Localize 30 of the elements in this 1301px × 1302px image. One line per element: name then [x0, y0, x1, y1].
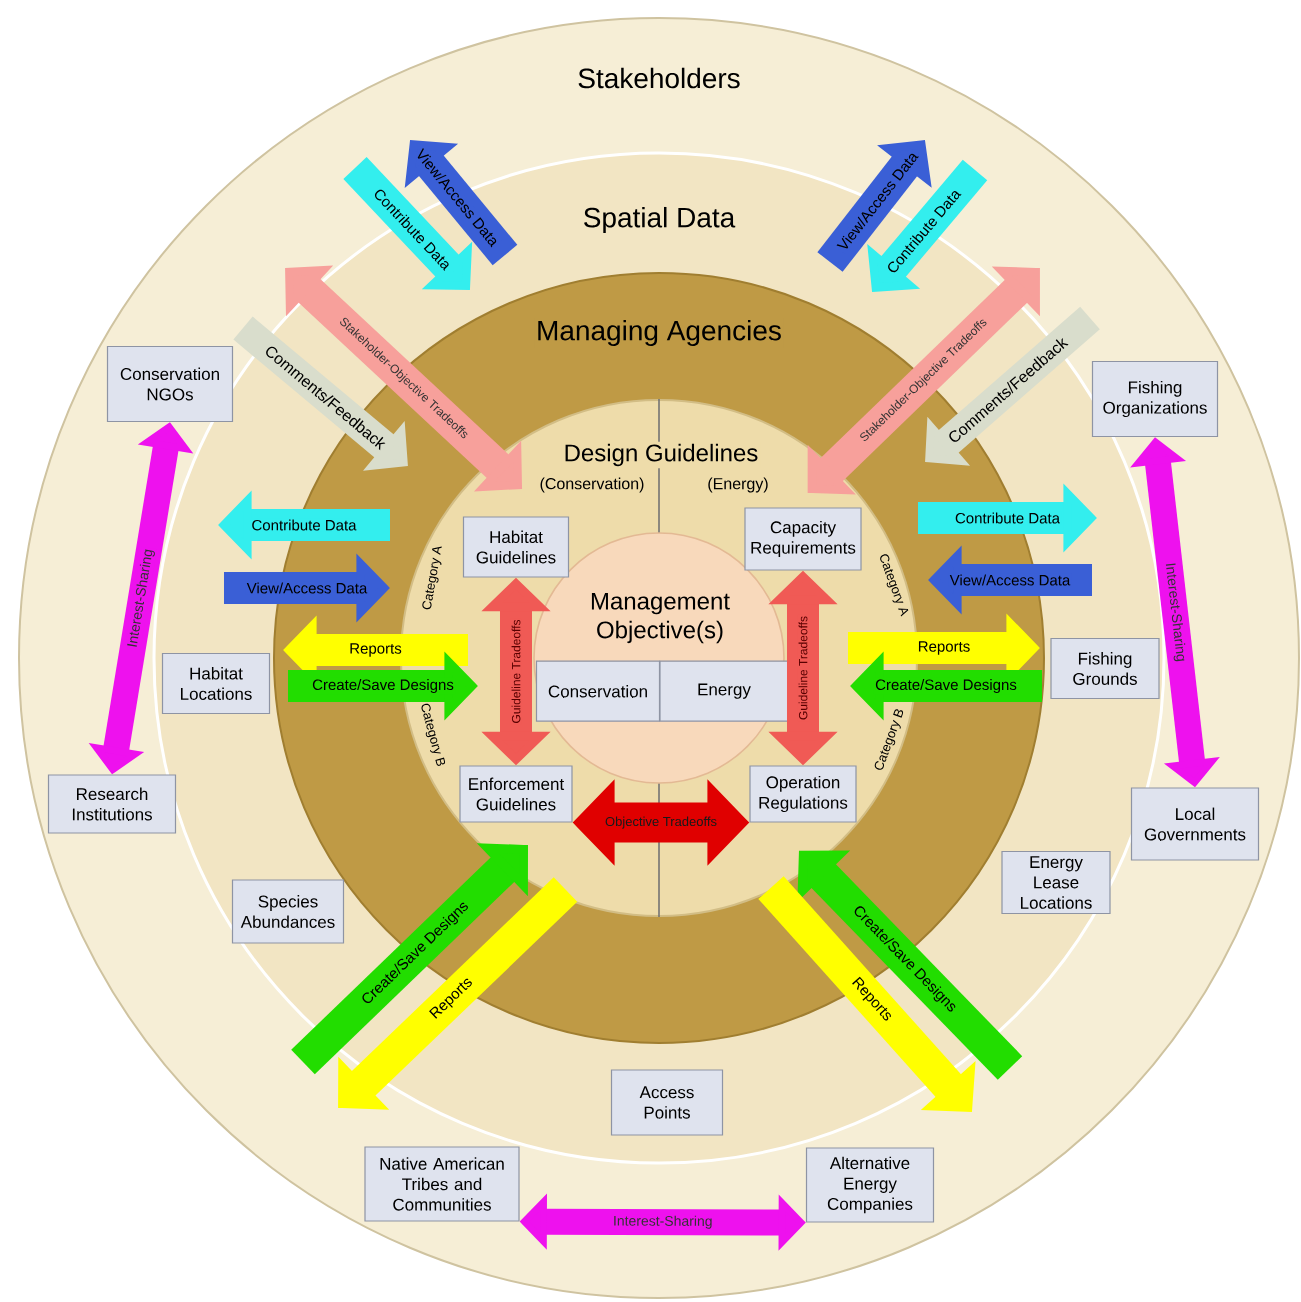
block-arrow: [797, 850, 1023, 1080]
text-box: Capacity Requirements: [744, 507, 862, 571]
edge-label: Interest-Sharing: [611, 1214, 714, 1230]
block-arrow: [338, 877, 578, 1110]
text-box: Access Points: [610, 1069, 724, 1136]
text-box: Conservation: [535, 660, 661, 722]
text-box: Energy: [659, 660, 789, 722]
text-box: Fishing Grounds: [1050, 637, 1160, 700]
edge-label: Objective Tradeoffs: [603, 815, 719, 830]
text-box: Operation Regulations: [749, 765, 857, 823]
text-box: Research Institutions: [47, 774, 177, 834]
text-box: Local Governments: [1130, 787, 1260, 861]
text-box: Conservation NGOs: [106, 345, 234, 423]
category-label: Category B: [421, 703, 446, 766]
edge-label: Guideline Tradeoffs: [510, 618, 522, 725]
text-box: Native American Tribes and Communities: [364, 1146, 520, 1222]
text-box: Habitat Locations: [161, 652, 271, 715]
arrow-label: Reports: [916, 640, 972, 656]
edge-label: Guideline Tradeoffs: [797, 614, 809, 722]
text-box: Species Abundances: [231, 879, 345, 944]
block-arrow: [291, 843, 528, 1075]
text-box: Habitat Guidelines: [462, 516, 570, 578]
category-label: Category A: [422, 546, 442, 610]
text-box: Enforcement Guidelines: [459, 765, 573, 823]
arrow-label: Reports: [348, 642, 403, 658]
block-arrow: [807, 266, 1040, 495]
text-box: Fishing Organizations: [1091, 360, 1219, 438]
text-box: Alternative Energy Companies: [805, 1147, 935, 1223]
text-box: Energy Lease Locations: [1001, 850, 1111, 915]
block-arrow: [758, 876, 976, 1112]
